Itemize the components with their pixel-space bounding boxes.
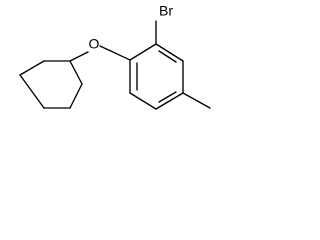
cyclohexyl-to-oxygen-bond [69,51,89,62]
aryl-double-bond-2 [158,91,177,103]
bromine-label: Br [159,3,173,19]
aryl-bond-5 [129,92,157,110]
aryl-ring [129,43,184,110]
structure-svg: Br O [19,3,211,110]
oxygen-label: O [89,36,100,52]
molecule-diagram: Br O [0,0,249,132]
aryl-bond-1 [129,43,157,61]
oxygen-to-arene-bond [99,45,131,61]
aryl-bond-2 [155,43,184,62]
aryl-double-bond-1 [158,50,177,63]
ring-bond-1 [19,60,45,76]
methyl-bond [182,92,211,109]
aryl-bond-4 [155,92,184,110]
ring-bond-4 [69,83,83,109]
cyclohexyl-ring [19,60,83,109]
ring-bond-3 [69,60,83,85]
ring-bond-6 [19,74,45,109]
